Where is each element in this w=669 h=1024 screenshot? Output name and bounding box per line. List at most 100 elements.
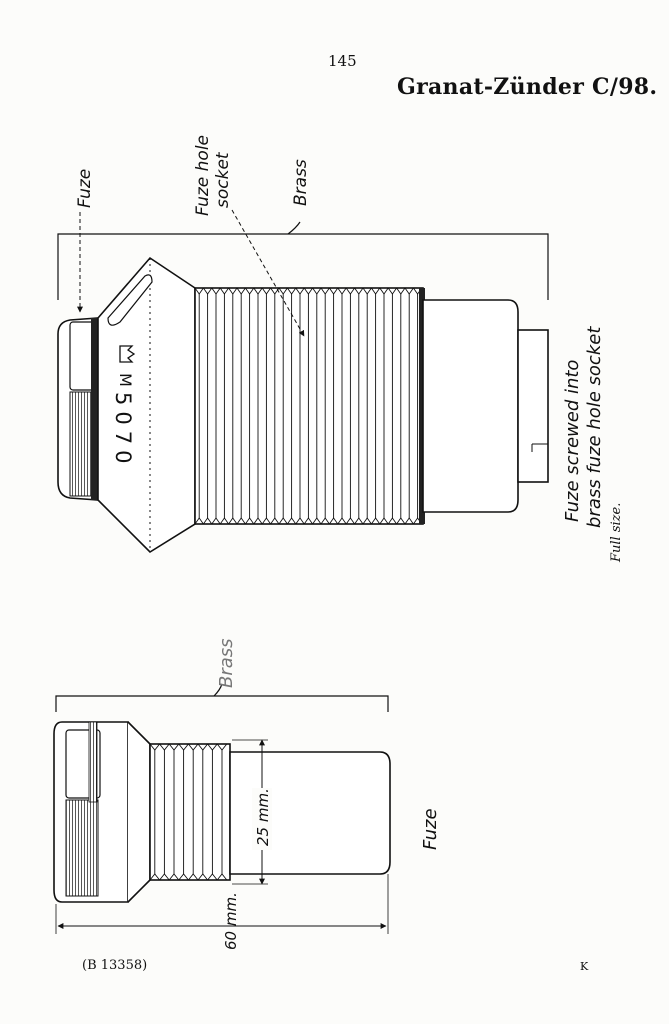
- thread-tooth: [303, 287, 313, 295]
- threaded-socket: [194, 287, 425, 525]
- thread-tooth: [387, 287, 397, 295]
- fuze-tail: [517, 329, 549, 483]
- lower-label-fuze: Fuze: [420, 808, 441, 850]
- thread-tooth: [320, 287, 330, 295]
- label-fuze-hole-line1: Fuze hole: [193, 135, 213, 216]
- thread-lines: [194, 287, 423, 525]
- thread-tooth: [245, 287, 255, 295]
- thread-tooth: [216, 743, 228, 751]
- thread-tooth: [329, 517, 339, 525]
- thread-tooth: [159, 743, 170, 751]
- thread-tooth: [203, 517, 213, 525]
- thread-tooth: [188, 743, 199, 751]
- thread-tooth: [312, 517, 322, 525]
- thread-tooth: [329, 287, 339, 295]
- thread-tooth: [194, 517, 204, 525]
- fuze-hole-leader-line: [231, 209, 305, 337]
- caption-line1: Fuze screwed into: [562, 360, 583, 522]
- thread-tooth: [168, 743, 180, 751]
- socket-marking-letter: M: [116, 373, 135, 387]
- thread-tooth: [312, 287, 322, 295]
- thread-tooth: [159, 873, 170, 881]
- thread-tooth: [236, 287, 246, 295]
- thread-tooth: [337, 287, 347, 295]
- thread-tooth: [354, 517, 364, 525]
- thread-tooth: [345, 517, 355, 525]
- thread-tooth: [188, 873, 199, 881]
- brass-bracket-tick: [287, 221, 301, 235]
- socket-marking-number: 5070: [111, 392, 135, 469]
- thread-tooth: [197, 743, 208, 751]
- thread-tooth: [211, 517, 221, 525]
- thread-tooth: [236, 517, 246, 525]
- footer-signature-mark: K: [580, 960, 589, 973]
- thread-tooth: [295, 517, 305, 525]
- thread-tooth: [219, 287, 229, 295]
- spanner-slot: [107, 274, 153, 326]
- thread-tooth: [149, 873, 160, 881]
- thread-tooth: [245, 517, 255, 525]
- thread-tooth: [219, 517, 229, 525]
- thread-tooth: [207, 743, 218, 751]
- lower-thread-lines: [149, 743, 228, 881]
- socket-cone: [97, 256, 196, 554]
- thread-tooth: [303, 517, 313, 525]
- thread-tooth: [278, 517, 288, 525]
- thread-tooth: [228, 287, 238, 295]
- thread-tooth: [194, 287, 204, 295]
- thread-tooth: [337, 517, 347, 525]
- thread-tooth: [379, 517, 389, 525]
- label-fuze: Fuze: [75, 169, 95, 208]
- thread-tooth: [345, 287, 355, 295]
- caption-scale: Full size.: [609, 503, 624, 563]
- thread-tooth: [371, 287, 381, 295]
- thread-tooth: [396, 517, 406, 525]
- dimension-25mm: 25 mm.: [254, 788, 272, 846]
- lower-brass-bracket: [55, 695, 389, 712]
- thread-tooth: [278, 287, 288, 295]
- thread-tooth: [362, 517, 372, 525]
- thread-tooth: [354, 287, 364, 295]
- label-brass: Brass: [291, 159, 311, 206]
- lower-threaded-section: [149, 743, 231, 881]
- thread-tooth: [228, 517, 238, 525]
- thread-tooth: [197, 873, 208, 881]
- thread-tooth: [211, 287, 221, 295]
- thread-tooth: [404, 517, 414, 525]
- lower-fuze-head: [53, 721, 151, 903]
- thread-tooth: [362, 287, 372, 295]
- thread-tooth: [295, 287, 305, 295]
- caption-line2: brass fuze hole socket: [584, 326, 605, 528]
- thread-tooth: [261, 517, 271, 525]
- thread-tooth: [287, 287, 297, 295]
- page-title: Granat-Zünder C/98.: [397, 74, 658, 100]
- thread-tooth: [404, 287, 414, 295]
- thread-tooth: [216, 873, 228, 881]
- brass-extent-bracket: [57, 233, 549, 300]
- thread-tooth: [178, 743, 189, 751]
- thread-tooth: [253, 287, 263, 295]
- thread-tooth: [270, 517, 280, 525]
- thread-tooth: [253, 517, 263, 525]
- dimension-60mm: 60 mm.: [222, 892, 240, 950]
- fuze-head: [57, 317, 99, 501]
- thread-tooth: [287, 517, 297, 525]
- upper-figure-fuze-in-socket: M 5070 Fuze Fuze hole socket Brass Fuze …: [57, 135, 624, 563]
- thread-tooth: [396, 287, 406, 295]
- thread-tooth: [379, 287, 389, 295]
- thread-tooth: [168, 873, 180, 881]
- thread-tooth: [387, 517, 397, 525]
- label-fuze-hole-line2: socket: [213, 151, 233, 208]
- thread-tooth: [178, 873, 189, 881]
- thread-tooth: [371, 517, 381, 525]
- thread-tooth: [149, 743, 160, 751]
- lower-label-brass: Brass: [216, 638, 237, 688]
- page-number: 145: [328, 52, 357, 70]
- thread-tooth: [261, 287, 271, 295]
- fuze-body-rear: [422, 299, 519, 513]
- lower-figure-fuze: 25 mm. 60 mm. Brass Fuze: [53, 638, 441, 950]
- thread-tooth: [207, 873, 218, 881]
- footer-reference: (B 13358): [82, 958, 148, 973]
- thread-tooth: [203, 287, 213, 295]
